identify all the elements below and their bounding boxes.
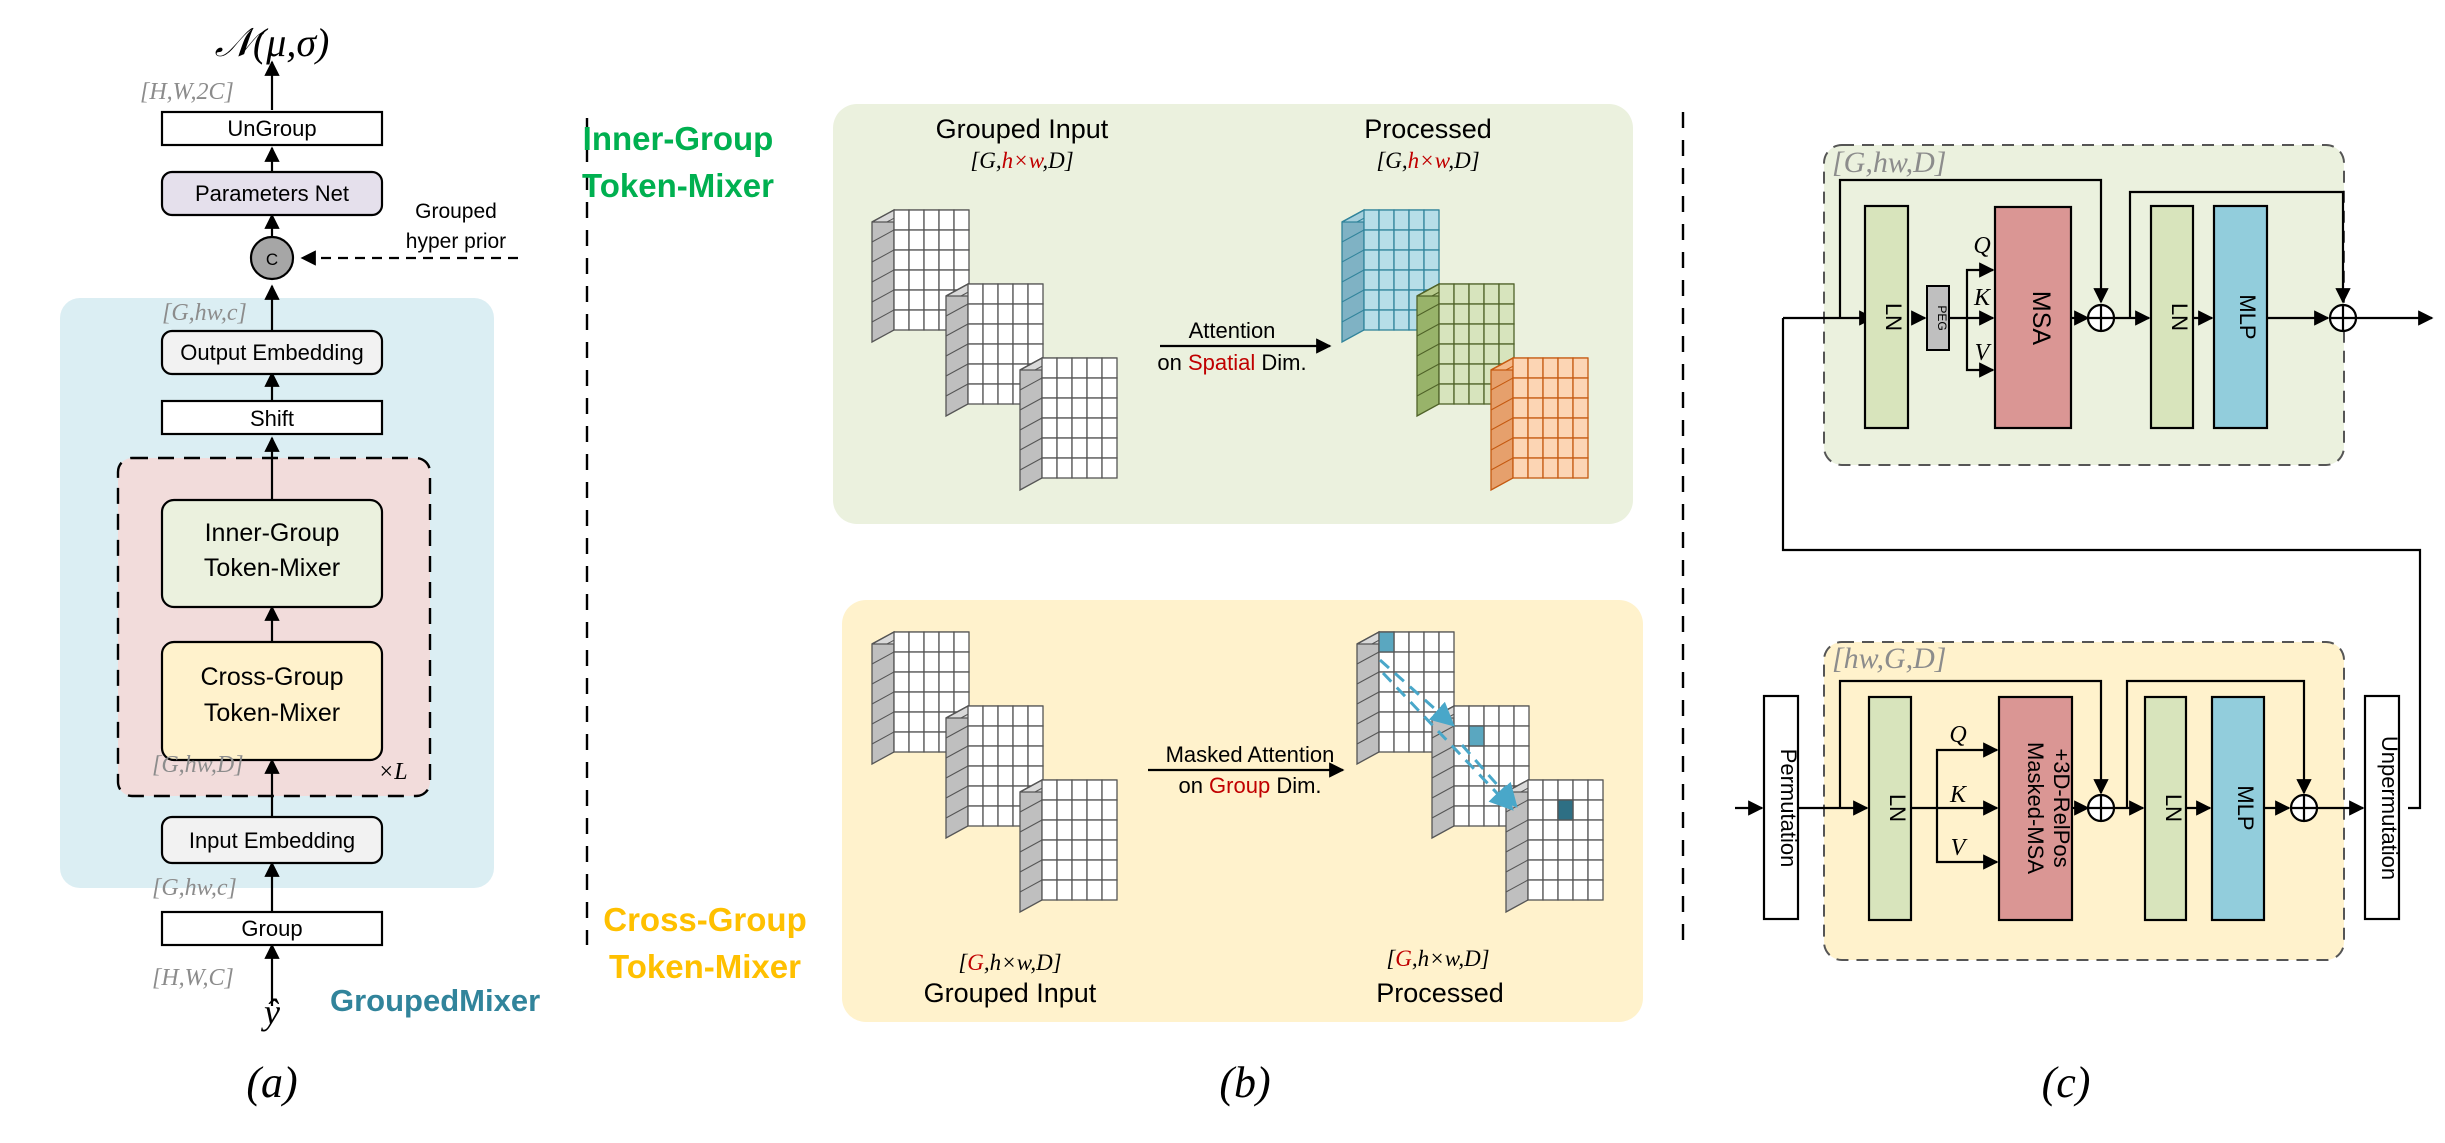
mlp-2	[2210, 695, 2266, 922]
ln-3-label: LN	[1885, 794, 1910, 822]
ln-1	[1863, 204, 1910, 430]
concat-node	[249, 235, 295, 281]
group-label: Group	[241, 916, 302, 941]
input-embedding-label: Input Embedding	[189, 828, 355, 853]
input-block-2	[945, 282, 1044, 418]
grouped-hyper-prior-line2: hyper prior	[406, 230, 506, 253]
cross-input-label: Grouped Input	[924, 978, 1097, 1008]
ungroup-label: UnGroup	[227, 116, 316, 141]
output-embedding-label: Output Embedding	[180, 340, 363, 365]
dims-input-label: [H,W,C]	[152, 965, 234, 991]
output-embedding-box	[160, 329, 384, 376]
cross-input-block-3	[1019, 778, 1118, 914]
masked-attention-line2: on Group Dim.	[1178, 773, 1321, 798]
cross-input-blocks	[871, 630, 1118, 914]
group-box	[160, 910, 384, 947]
panel-a: 𝒩(μ,σ) [H,W,2C] UnGroup Parameters Net C…	[60, 20, 540, 1107]
group-attention-paths	[1379, 658, 1518, 811]
repeat-label: ×L	[378, 759, 408, 785]
concat-label: C	[266, 250, 278, 269]
masked-msa-label-line2: +3D-RelPos	[2049, 748, 2074, 867]
cross-group-line1: Cross-Group	[200, 663, 343, 691]
input-symbol: ŷ	[261, 992, 280, 1032]
inner-output-label: Processed	[1364, 114, 1492, 144]
q-label-bottom: Q	[1949, 722, 1966, 748]
cross-output-dims: [G,h×w,D]	[1386, 946, 1489, 971]
parameters-net-label: Parameters Net	[195, 181, 349, 206]
attention-label-line1: Attention	[1189, 318, 1276, 343]
v-label-bottom: V	[1951, 835, 1968, 861]
msa-label: MSA	[2027, 291, 2055, 346]
permutation-label: Permutation	[1776, 749, 1801, 868]
msa-box	[1993, 205, 2073, 430]
grouped-hyper-prior-line1: Grouped	[415, 200, 497, 223]
ln-3	[1867, 695, 1913, 922]
processed-block-1	[1341, 208, 1440, 344]
ln-2-label: LN	[2167, 303, 2192, 331]
processed-block-2	[1416, 282, 1515, 418]
mlp-2-label: MLP	[2233, 785, 2258, 830]
ln-1-label: LN	[1881, 303, 1906, 331]
inner-input-label: Grouped Input	[936, 114, 1109, 144]
ungroup-box	[160, 110, 384, 147]
ln-4-label: LN	[2161, 794, 2186, 822]
q-label-top: Q	[1973, 233, 1990, 259]
inner-output-dims: [G,h×w,D]	[1376, 148, 1479, 173]
inner-group-mixer-box	[160, 498, 384, 609]
ln-4	[2143, 695, 2188, 922]
k-label-top: K	[1973, 285, 1992, 311]
attention-label-line2: on Spatial Dim.	[1157, 350, 1306, 375]
top-dims-label: [G,hw,D]	[1832, 146, 1946, 179]
dims-in-embed-label: [G,hw,c]	[152, 875, 237, 901]
cross-group-title-line2: Token-Mixer	[609, 948, 801, 985]
masked-attention-line1: Masked Attention	[1166, 742, 1335, 767]
shift-box	[160, 399, 384, 436]
input-block-3	[1019, 356, 1118, 492]
inner-group-title-line2: Token-Mixer	[582, 167, 774, 204]
shift-label: Shift	[250, 406, 294, 431]
peg-box	[1926, 285, 1950, 351]
cross-group-title-line1: Cross-Group	[603, 901, 807, 938]
dims-top-label: [H,W,2C]	[140, 79, 234, 105]
masked-msa-label-line1: Masked-MSA	[2023, 742, 2048, 874]
cross-output-label: Processed	[1376, 978, 1504, 1008]
inner-group-line2: Token-Mixer	[204, 554, 340, 582]
dims-out-embed-label: [G,hw,c]	[162, 300, 247, 326]
masked-msa-box	[1997, 695, 2074, 922]
unpermutation-box	[2363, 694, 2401, 921]
permutation-box	[1762, 694, 1800, 921]
mlp-1	[2212, 204, 2269, 430]
k-label-bottom: K	[1949, 782, 1968, 808]
caption-c: (c)	[2042, 1058, 2091, 1107]
mlp-1-label: MLP	[2235, 294, 2260, 339]
panel-c: [G,hw,D] [hw,G,D] LN PEG MSA LN MLP Q K	[1735, 144, 2434, 1107]
processed-block-3	[1490, 356, 1589, 492]
peg-label: PEG	[1935, 305, 1949, 330]
output-distribution-label: 𝒩(μ,σ)	[215, 20, 330, 65]
inner-group-line1: Inner-Group	[205, 519, 340, 547]
ln-2	[2149, 204, 2195, 430]
inner-input-dims: [G,h×w,D]	[970, 148, 1073, 173]
caption-b: (b)	[1219, 1058, 1270, 1107]
cross-group-line2: Token-Mixer	[204, 699, 340, 727]
cross-input-block-1	[871, 630, 970, 766]
grouped-mixer-title: GroupedMixer	[330, 983, 540, 1018]
cross-input-dims: [G,h×w,D]	[958, 950, 1061, 975]
input-embedding-box	[160, 815, 384, 865]
caption-a: (a)	[246, 1058, 297, 1107]
cross-group-mixer-box	[160, 640, 384, 762]
inner-output-blocks	[1341, 208, 1589, 492]
parameters-net-box	[160, 170, 384, 217]
dims-mixer-label: [G,hw,D]	[152, 752, 244, 778]
inner-input-blocks	[871, 208, 1118, 492]
unpermutation-label: Unpermutation	[2377, 736, 2402, 880]
cross-processed-block-3	[1505, 778, 1604, 914]
bottom-dims-label: [hw,G,D]	[1832, 642, 1946, 675]
inner-group-title-line1: Inner-Group	[583, 120, 774, 157]
panel-b: Inner-Group Token-Mixer Cross-Group Toke…	[582, 104, 1643, 1107]
v-label-top: V	[1975, 340, 1992, 366]
